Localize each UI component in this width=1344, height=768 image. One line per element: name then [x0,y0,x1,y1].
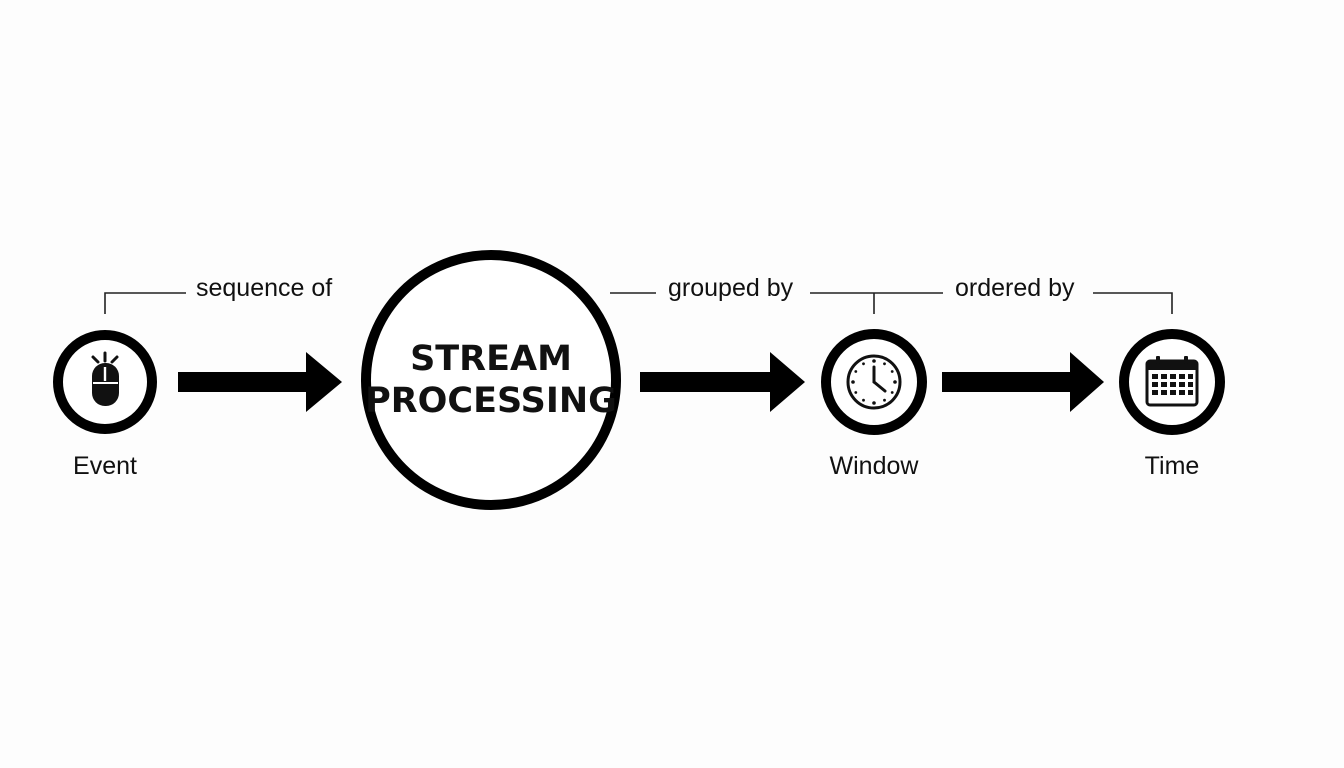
connector-lines [104,292,1173,314]
arrow-window-to-time [942,352,1104,412]
time-node: Time [1119,329,1225,480]
sequence-of-label: sequence of [196,274,332,302]
stream-processing-circle [361,250,621,510]
event-node: Event [53,330,157,480]
sequence-bracket [104,292,186,314]
calendar-icon [1145,356,1199,407]
grouped-by-label: grouped by [668,274,794,302]
computer-mouse-icon [91,351,119,406]
window-label: Window [830,452,920,480]
ordered-bracket [1093,292,1173,314]
event-label: Event [73,452,137,480]
arrow-event-to-stream [178,352,342,412]
stream-processing-node: STREAM PROCESSING [361,250,621,510]
stream-processing-title-line1: STREAM [410,339,572,379]
stream-processing-title-line2: PROCESSING [365,381,617,421]
window-node: Window [821,329,927,480]
clock-icon [846,354,902,410]
time-label: Time [1145,452,1200,480]
ordered-by-label: ordered by [955,274,1075,302]
arrow-stream-to-window [640,352,805,412]
